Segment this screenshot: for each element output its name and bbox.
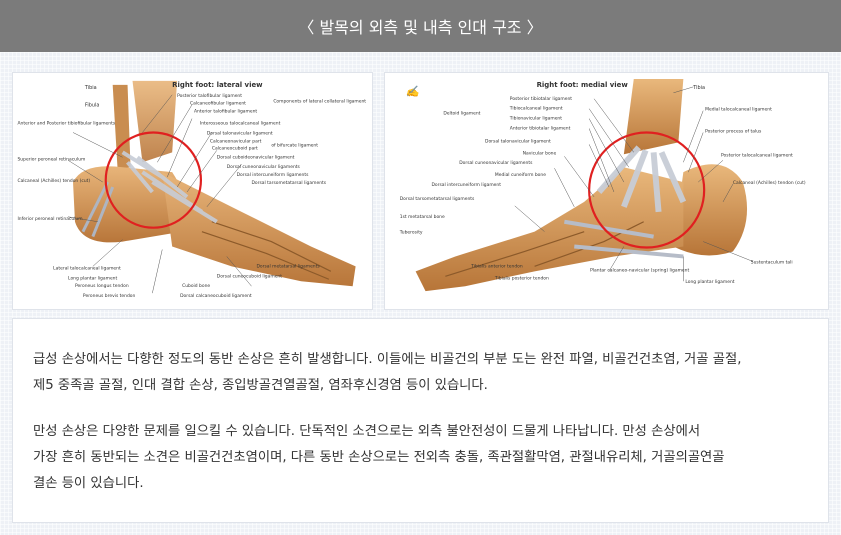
label-dorsal-intercuneiform: Dorsal intercuneiform ligament [431,182,501,188]
lateral-ligaments [121,150,218,224]
label-cuboid-bone: Cuboid bone [182,283,210,289]
label-calcaneonavicular-part: Calcaneonavicular part [210,138,262,144]
plantar-ligament-bands [564,219,684,259]
label-calcaneofibular: Calcaneofibular ligament [190,101,246,107]
forefoot-bones [415,167,684,292]
label-intercuneiform: Dorsal intercuneiform ligaments [237,172,310,178]
label-tibia: Tibia [84,85,97,91]
page-title: 〈 발목의 외측 및 내측 인대 구조 〉 [298,18,543,37]
label-sustentaculum-tali: Sustentaculum tali [751,259,793,265]
label-tibialis-anterior: Tibialis anterior tendon [470,263,523,269]
label-interosseous: Interosseous talocalcaneal ligament [200,121,281,127]
label-tuberosity: Tuberosity [399,230,423,236]
chronic-injury-paragraph: 만성 손상은 다양한 문제를 일으킬 수 있습니다. 단독적인 소견으로는 외측… [33,424,725,491]
label-tibialis-posterior: Tibialis posterior tendon [494,275,549,281]
medial-foot-drawing: ✍ Ri [399,78,806,292]
label-tibia: Tibia [692,85,705,91]
label-fibula: Fibula [85,103,100,109]
forefoot-bones [162,172,356,287]
acute-injury-paragraph: 급성 손상에서는 다향한 정도의 동반 손상은 흔히 발생합니다. 이들에는 비… [33,352,742,393]
label-anterior-talofibular: Anterior talofibular ligament [194,109,257,115]
lateral-foot-drawing: Right foot: lateral view Tibia Fibula An… [17,80,366,299]
label-navicular-bone: Navicular bone [523,150,557,156]
highlight-circle [104,131,203,229]
label-anterior-tibiotalar: Anterior tibiotalar ligament [510,126,571,132]
label-deltoid: Deltoid ligament [443,111,480,117]
label-long-plantar: Long plantar ligament [68,275,117,281]
tibia-bone [623,78,684,155]
header-bar: 〈 발목의 외측 및 내측 인대 구조 〉 [0,0,841,52]
label-posterior-process-talus: Posterior process of talus [705,128,762,134]
lateral-view-title: Right foot: lateral view [172,81,263,89]
label-posterior-talofibular: Posterior talofibular ligament [177,93,242,99]
label-superior-peroneal-retinaculum: Superior peroneal retinaculum [17,156,85,162]
label-posterior-talocalcaneal: Posterior talocalcaneal ligament [721,152,793,158]
label-dorsal-tarsometatarsal: Dorsal tarsometatarsal ligaments [400,196,475,202]
label-tibionavicular: Tibionavicular ligament [509,116,562,122]
label-inferior-peroneal-retinaculum: Inferior peroneal retinaculum [17,216,82,222]
label-tibiofibular: Anterior and Posterior tibiofibular liga… [17,121,115,127]
label-tibiocalcaneal: Tibiocalcaneal ligament [509,106,563,112]
label-calcaneal-achilles: Calcaneal (Achilles) tendon (cut) [733,180,806,186]
label-tarsometatarsal: Dorsal tarsometatarsal ligaments [252,180,327,186]
label-calcaneocuboid-part: Calcaneocuboid part [212,145,258,151]
lateral-view-illustration: Right foot: lateral view Tibia Fibula An… [12,72,373,310]
label-dorsal-cuneocuboid: Dorsal cuneocuboid ligament [217,273,282,279]
description-panel: 급성 손상에서는 다향한 정도의 동반 손상은 흔히 발생합니다. 이들에는 비… [12,318,829,523]
label-peroneus-longus: Peroneus longus tendon [75,283,129,289]
label-dorsal-calcaneocuboid: Dorsal calcaneocuboid ligament [180,293,252,299]
label-dorsal-talonavicular: Dorsal talonavicular ligament [207,130,273,136]
label-cuneonavicular: Dorsal cuneonavicular ligaments [227,164,301,170]
label-medial-talocalcaneal: Medial talocalcaneal ligament [705,107,772,113]
deltoid-ligament-bands [596,145,687,213]
label-long-plantar: Long plantar ligament [685,279,734,285]
medial-view-illustration: ✍ Ri [384,72,829,310]
label-components-lateral: Components of lateral collateral ligamen… [273,99,366,105]
label-peroneus-brevis: Peroneus brevis tendon [83,293,136,299]
label-medial-cuneiform: Medial cuneiform bone [495,172,546,178]
calcaneus-bone [673,164,748,256]
label-lateral-talocalcaneal: Lateral talocalcaneal ligament [53,265,121,271]
medial-view-title: Right foot: medial view [537,81,629,89]
label-achilles-tendon: Calcaneal (Achilles) tendon (cut) [17,178,90,184]
label-cuboideonavicular: Dorsal cuboideonavicular ligament [217,154,295,160]
label-dorsal-cuneonavicular: Dorsal cuneonavicular ligaments [459,160,533,166]
peroneal-tendons [81,181,115,238]
label-plantar-calcaneonavicular: Plantar calcaneo-navicular (spring) liga… [590,267,689,273]
tibia-bone [132,80,178,163]
artist-signature-icon: ✍ [406,85,422,98]
label-dorsal-talonavicular: Dorsal talonavicular ligament [485,138,551,144]
label-bifurcate: of bifurcate ligament [271,142,318,148]
label-first-metatarsal: 1st metatarsal bone [400,214,445,220]
label-posterior-tibiotalar: Posterior tibiotalar ligament [510,96,572,102]
label-dorsal-metatarsal: Dorsal metatarsal ligaments [256,263,320,269]
